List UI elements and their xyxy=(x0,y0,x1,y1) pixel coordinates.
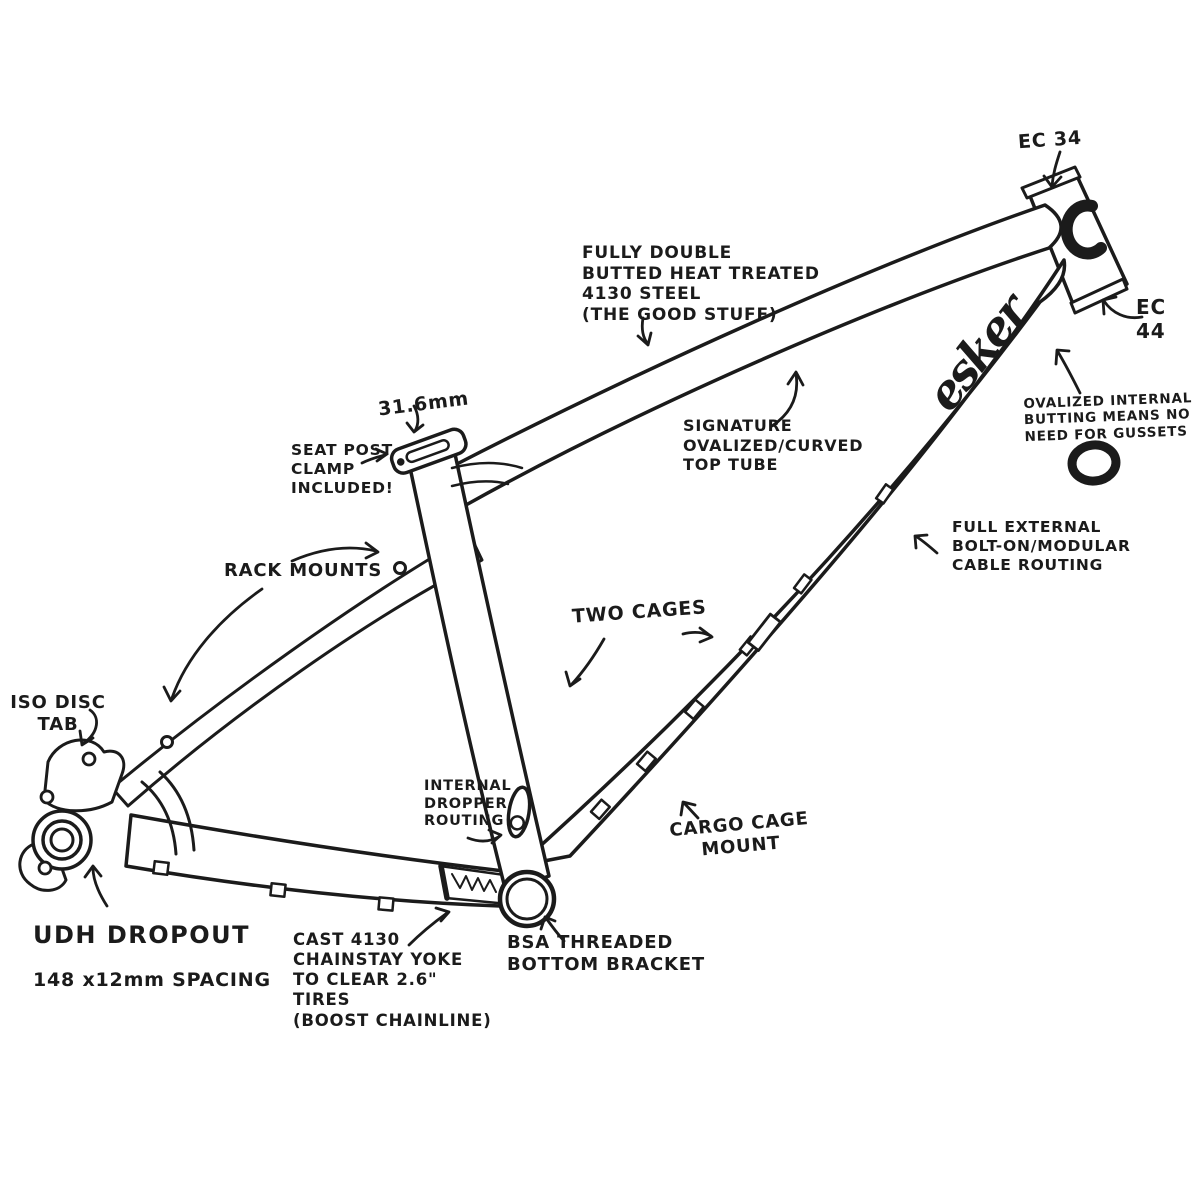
annotation-seatpost-clamp: SEAT POST CLAMP INCLUDED! xyxy=(291,441,394,497)
seat-tube xyxy=(406,438,551,894)
annotation-yoke: CAST 4130 CHAINSTAY YOKE TO CLEAR 2.6" T… xyxy=(293,930,492,1030)
arrow-rack-mounts-lower xyxy=(162,587,264,703)
arrow-rack-mounts-upper xyxy=(290,541,380,563)
annotation-top-tube: SIGNATURE OVALIZED/CURVED TOP TUBE xyxy=(683,416,864,475)
chainstay-boss xyxy=(152,859,170,877)
arrow-dropper xyxy=(466,828,503,845)
disc-tab-hole xyxy=(81,751,97,767)
bottom-bracket xyxy=(497,869,557,929)
annotation-dropper: INTERNAL DROPPER ROUTING xyxy=(424,778,512,830)
arrow-udh xyxy=(83,864,109,908)
chainstay-boss xyxy=(377,896,395,912)
headtube-bottom-cap xyxy=(1069,277,1129,315)
arrow-seatpost-diameter xyxy=(405,404,425,434)
cage-boss xyxy=(792,573,813,595)
arrow-ec34 xyxy=(1042,150,1063,189)
annotation-udh-line2: 148 x12mm SPACING xyxy=(33,969,271,992)
cable-routing-clip xyxy=(746,612,782,652)
arrow-steel xyxy=(636,316,653,347)
arrow-bottom-bracket xyxy=(539,915,566,943)
annotation-steel: FULLY DOUBLE BUTTED HEAT TREATED 4130 ST… xyxy=(582,243,820,326)
annotation-udh-dropout: UDH DROPOUT 148 x12mm SPACING xyxy=(33,901,271,1012)
ovalized-tube-glyph xyxy=(1067,440,1121,486)
dropout-hole xyxy=(37,860,53,876)
seatstay-cap-lines xyxy=(450,461,524,488)
axle-hole xyxy=(49,827,75,853)
dropout xyxy=(18,738,126,892)
arrow-butting xyxy=(1054,348,1082,395)
arrow-yoke xyxy=(407,906,451,947)
arrow-seatpost-clamp xyxy=(360,447,389,465)
arrow-two-cages-left xyxy=(564,637,606,688)
arrow-cargo-cage xyxy=(679,800,700,820)
chainstay-boss xyxy=(269,882,287,898)
disc-tab-hole xyxy=(39,789,55,805)
annotation-cable-routing: FULL EXTERNAL BOLT-ON/MODULAR CABLE ROUT… xyxy=(952,518,1131,574)
arrow-cable-routing xyxy=(913,533,939,555)
annotation-ec44: EC 44 xyxy=(1136,295,1166,344)
seatpost-clamp xyxy=(389,427,468,475)
rack-mount-hole-lower xyxy=(160,735,174,749)
arrow-ec44 xyxy=(1101,295,1144,320)
annotation-ec34: EC 34 xyxy=(1017,126,1083,154)
annotation-udh-line1: UDH DROPOUT xyxy=(33,920,251,949)
cage-boss xyxy=(874,483,895,505)
cargo-boss xyxy=(635,750,657,773)
iso-disc-tab-plate xyxy=(42,738,126,813)
dropper-port xyxy=(506,785,532,839)
cargo-boss xyxy=(683,698,705,721)
top-tube xyxy=(453,203,1063,507)
annotation-iso-disc-tab: ISO DISC TAB xyxy=(10,692,106,735)
down-tube xyxy=(516,258,1067,868)
arrow-iso-disc-tab xyxy=(78,708,98,747)
arrow-two-cages-right xyxy=(681,626,714,644)
annotation-butting: OVALIZED INTERNAL BUTTING MEANS NO NEED … xyxy=(1023,390,1193,446)
stay-bridge-arch xyxy=(140,770,196,856)
cargo-boss xyxy=(589,798,612,821)
annotation-bottom-bracket: BSA THREADED BOTTOM BRACKET xyxy=(507,932,705,975)
chain-stay xyxy=(124,813,514,912)
headtube-logo-mark xyxy=(1060,199,1107,260)
arrow-top-tube xyxy=(770,370,805,428)
annotation-rack-mounts: RACK MOUNTS xyxy=(224,560,383,581)
rack-mount-hole-upper xyxy=(393,561,407,575)
seat-stay xyxy=(110,533,484,808)
